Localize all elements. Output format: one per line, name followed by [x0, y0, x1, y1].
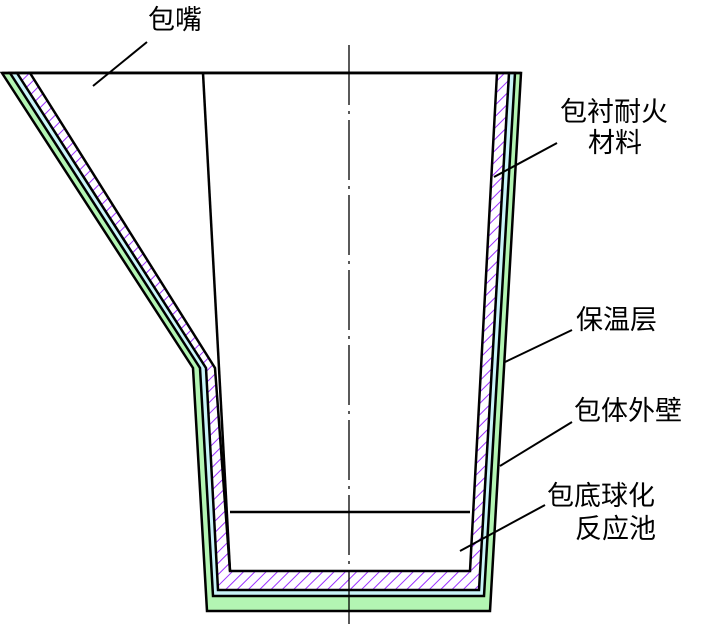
label-insulation: 保温层 — [576, 305, 657, 336]
ladle-interior — [27, 71, 499, 573]
inner-wall-line — [201, 72, 232, 572]
leader-spout — [92, 41, 148, 87]
leader-lining — [493, 142, 558, 178]
leader-pool — [459, 504, 546, 552]
label-lining-line1: 包衬耐火 — [560, 97, 668, 128]
label-shell: 包体外壁 — [574, 396, 682, 427]
label-pool-line2: 反应池 — [575, 514, 656, 545]
leader-shell — [499, 421, 573, 467]
label-pool-line1: 包底球化 — [547, 481, 655, 512]
label-spout: 包嘴 — [148, 5, 202, 36]
label-lining-line2: 材料 — [588, 128, 642, 159]
leader-insulation — [504, 329, 573, 363]
